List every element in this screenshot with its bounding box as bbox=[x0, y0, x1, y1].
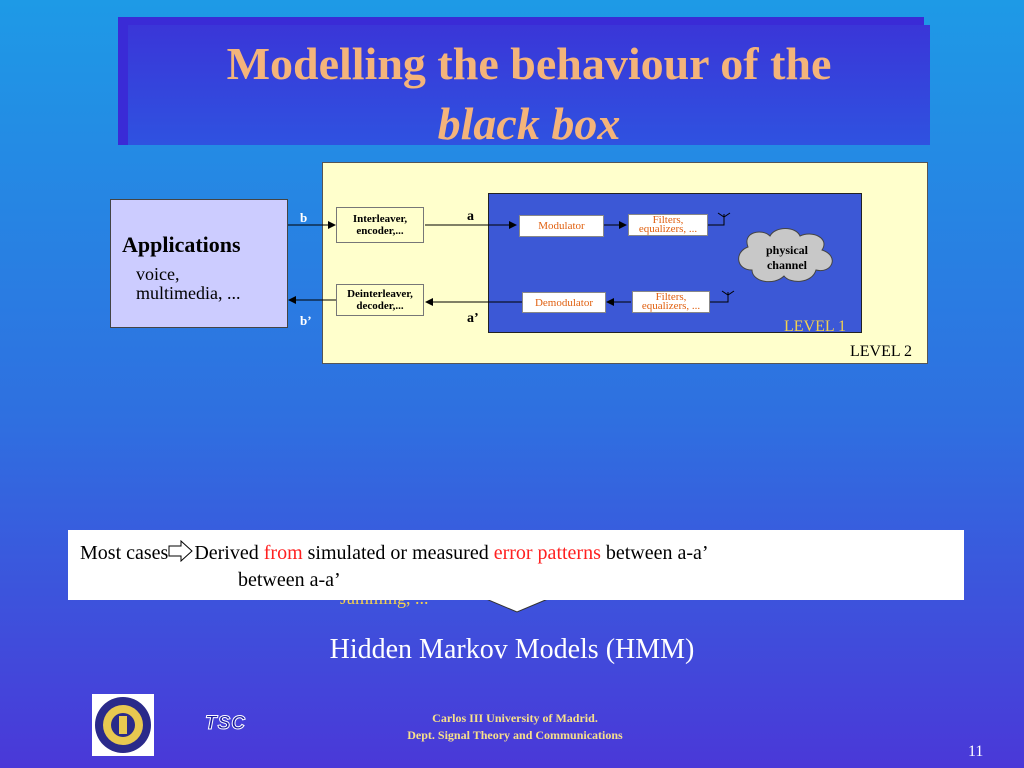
title-accent-bar bbox=[118, 17, 924, 25]
filters-top-line1: Filters, bbox=[652, 214, 684, 226]
antenna-top-feed bbox=[708, 214, 725, 226]
applications-sub-line1: voice, bbox=[136, 264, 180, 284]
note-line1: Most cases Derived from simulated or meas… bbox=[80, 539, 709, 568]
page-number: 11 bbox=[968, 743, 984, 760]
title-box bbox=[128, 25, 930, 145]
level1-label: LEVEL 1 bbox=[784, 318, 847, 335]
note-mid: simulated or measured bbox=[302, 542, 494, 564]
note-prefix: Most cases bbox=[80, 542, 169, 564]
applications-sub-line2: multimedia, ... bbox=[136, 283, 241, 303]
physical-channel-label: physical channel bbox=[752, 243, 822, 273]
title-accent-bar-vertical bbox=[118, 17, 128, 145]
demodulator-box: Demodulator bbox=[522, 292, 606, 313]
note-box bbox=[68, 530, 964, 600]
filters-top-box: Filters,equalizers, ... bbox=[628, 214, 708, 236]
interleaver-line1: Interleaver, bbox=[352, 213, 408, 225]
label-b: b bbox=[300, 210, 308, 225]
interleaver-box: Interleaver,encoder,... bbox=[336, 207, 424, 243]
label-a: a bbox=[467, 209, 474, 224]
applications-title: Applications bbox=[122, 232, 241, 257]
footer-university: Carlos III University of Madrid. bbox=[432, 711, 598, 725]
applications-box bbox=[110, 199, 288, 328]
university-logo bbox=[92, 694, 154, 756]
filters-top-line2: equalizers, ... bbox=[638, 223, 698, 235]
modulator-box: Modulator bbox=[519, 215, 604, 237]
deinterleaver-line2: decoder,... bbox=[356, 300, 404, 312]
note-derived: Derived bbox=[194, 542, 264, 564]
channel-line1: physical bbox=[765, 243, 808, 257]
filters-bottom-box: Filters,equalizers, ... bbox=[632, 291, 710, 313]
filters-bottom-line2: equalizers, ... bbox=[641, 300, 701, 312]
implies-arrow-icon bbox=[168, 539, 194, 568]
antenna-top-icon bbox=[717, 212, 731, 218]
level2-label: LEVEL 2 bbox=[850, 343, 913, 360]
cloud-shape bbox=[738, 228, 833, 283]
filters-bottom-line1: Filters, bbox=[655, 291, 687, 303]
note-error-patterns: error patterns bbox=[493, 542, 601, 564]
channel-line2: channel bbox=[766, 258, 807, 272]
interleaver-line2: encoder,... bbox=[356, 225, 404, 237]
page-title-line1: Modelling the behaviour of the bbox=[226, 38, 832, 89]
note-line2: between a-a’ bbox=[238, 569, 341, 591]
applications-subtitle: voice, multimedia, ... bbox=[136, 265, 240, 303]
footer-department: Dept. Signal Theory and Communications bbox=[407, 728, 623, 742]
note-from: from bbox=[263, 542, 303, 564]
note-suffix: between a-a’ bbox=[600, 542, 709, 564]
antenna-bottom-icon bbox=[721, 290, 735, 296]
tsc-logo: TSC bbox=[205, 713, 246, 735]
label-a-prime: a’ bbox=[467, 311, 479, 326]
label-b-prime: b’ bbox=[300, 313, 312, 328]
deinterleaver-line1: Deinterleaver, bbox=[347, 288, 413, 300]
deinterleaver-box: Deinterleaver,decoder,... bbox=[336, 284, 424, 316]
hmm-heading: Hidden Markov Models (HMM) bbox=[329, 634, 695, 665]
page-title-line2: black box bbox=[437, 98, 621, 149]
